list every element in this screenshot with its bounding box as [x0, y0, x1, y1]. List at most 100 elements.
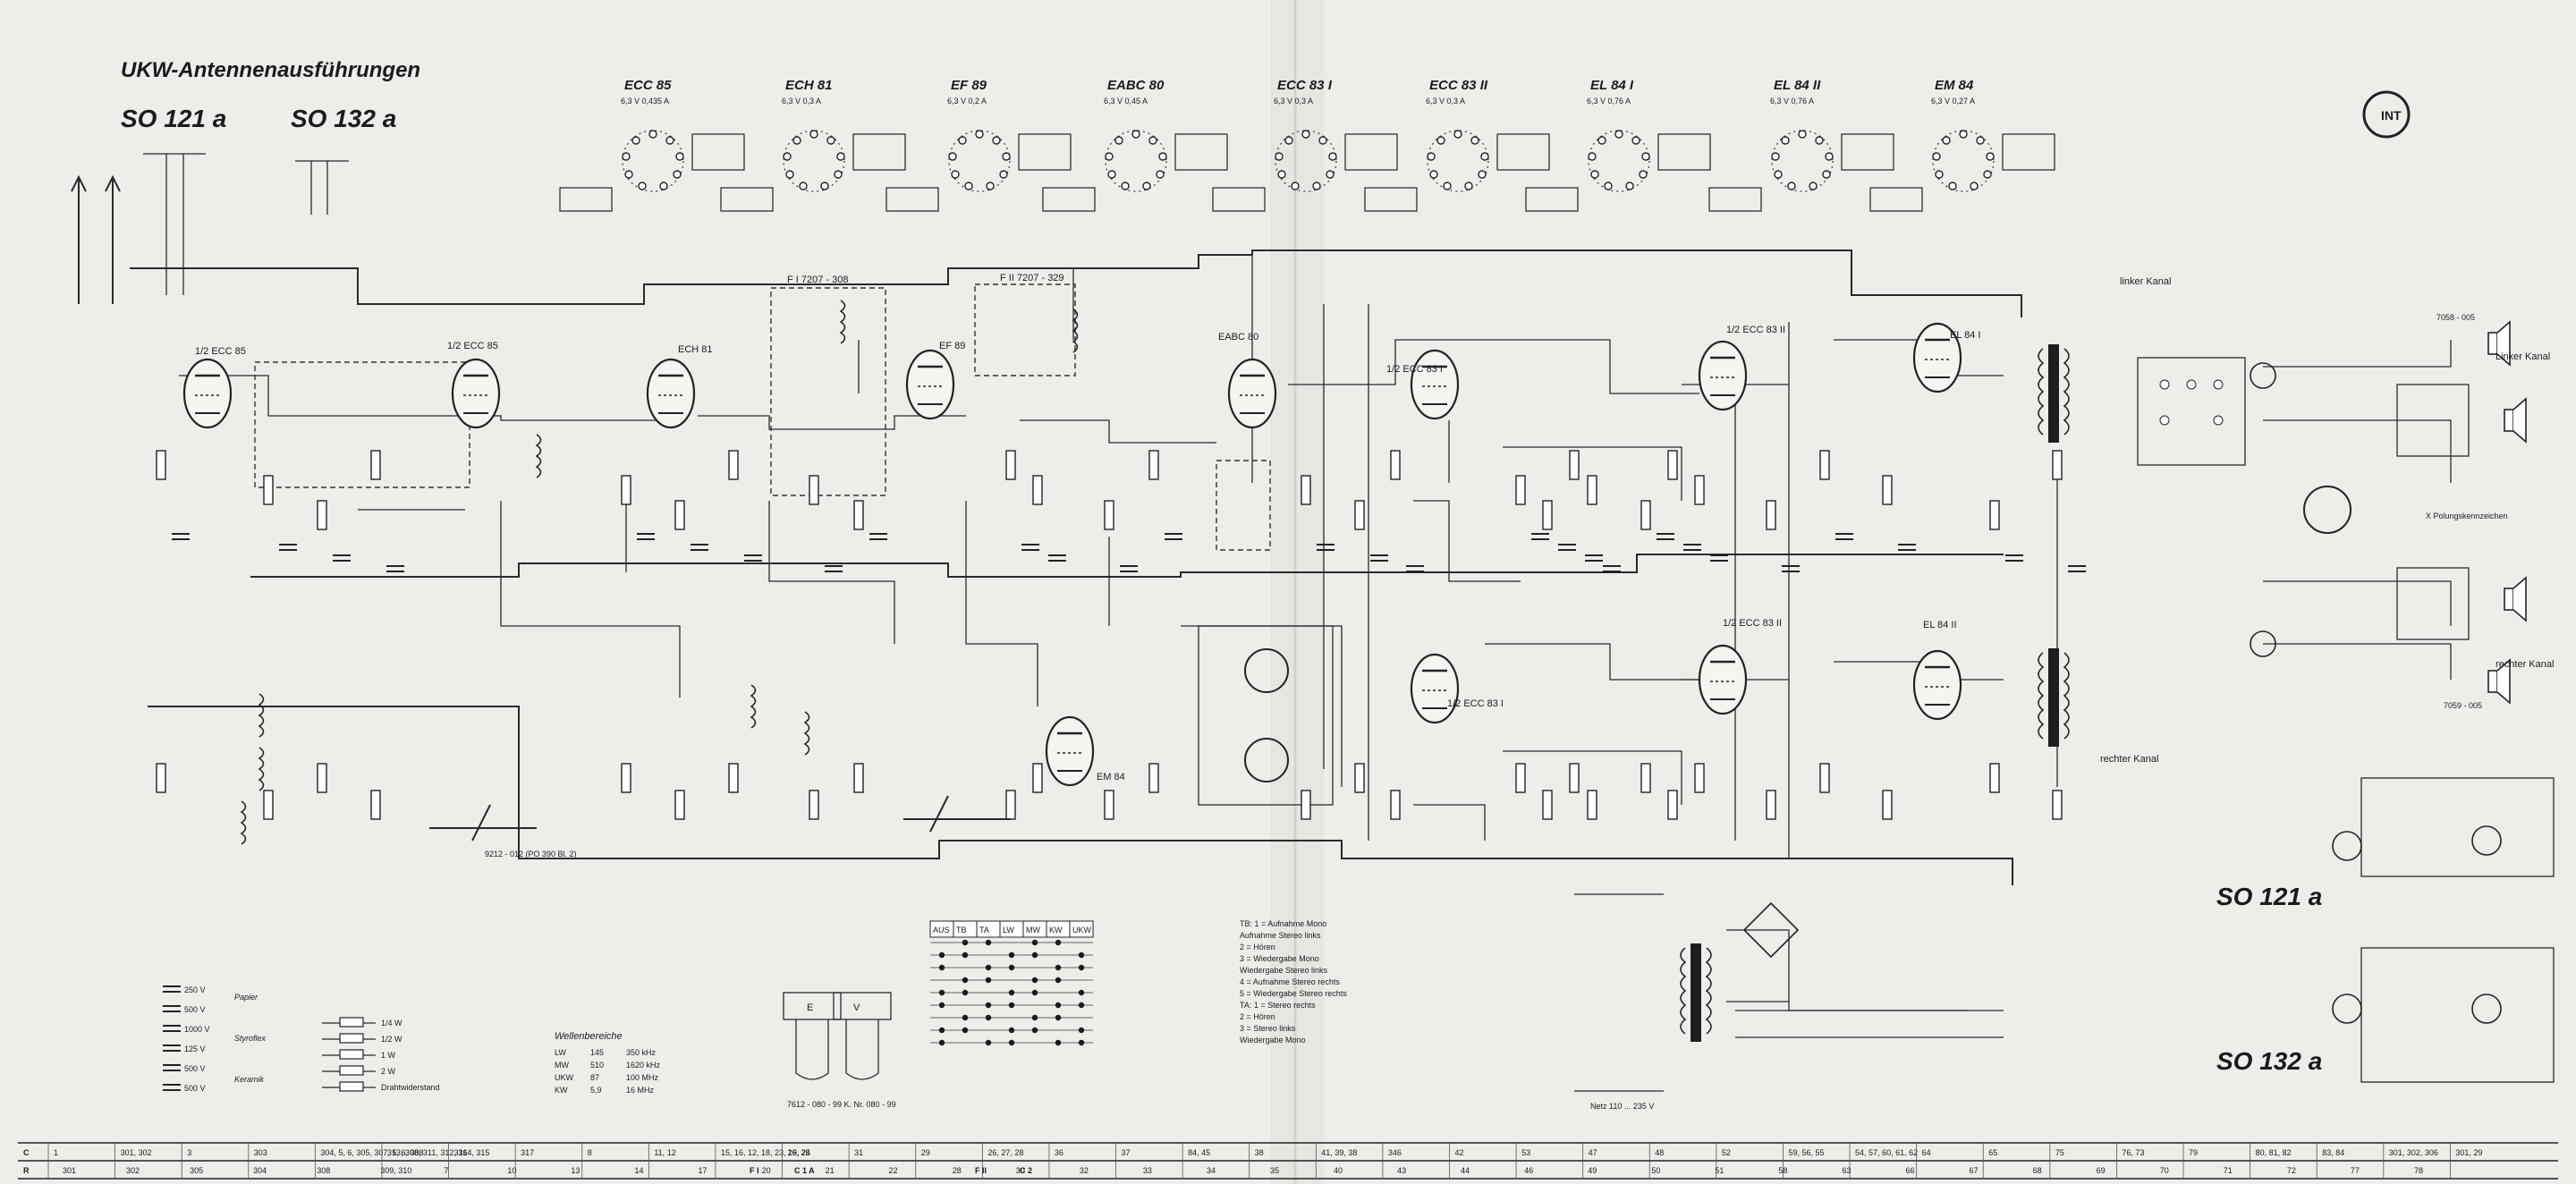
ruler-cell: 68 [2033, 1166, 2042, 1175]
ruler-cell: 346 [1388, 1148, 1402, 1157]
antenna-variants-title: UKW-Antennenausführungen [121, 58, 420, 82]
ruler-cell: 78 [2414, 1166, 2423, 1175]
ruler-cell: 3 [187, 1148, 191, 1157]
ruler-mark: F I [750, 1166, 759, 1175]
logo-text: INT [2381, 108, 2402, 123]
tube-eabc80: EABC 80 [1218, 332, 1277, 429]
socket-name: EM 84 [1935, 78, 1974, 93]
if-filter-1-box [770, 287, 886, 496]
tube-ecc83-1b: 1/2 ECC 83 I [1410, 653, 1504, 724]
ruler-cell: 303 [254, 1148, 267, 1157]
tuning-gang: 9212 - 012 (PO 390 Bl. 2) [429, 795, 1011, 858]
tape-legend-line: 3 = Wiedergabe Mono [1240, 954, 1319, 963]
tube-el84-1: EL 84 I [1912, 322, 1980, 393]
variant-so121-detail: SO 121 a [2216, 777, 2555, 910]
svg-text:V: V [853, 1002, 860, 1013]
tube-socket: EL 84 I6,3 V 0,76 A [1525, 78, 1711, 212]
ruler-cell: 59, 56, 55 [1788, 1148, 1824, 1157]
ruler-cell: 301, 302, 306 [2389, 1148, 2438, 1157]
ruler-cell: 46 [1524, 1166, 1533, 1175]
switch-sub-box [1216, 460, 1271, 551]
label-ech81: ECH 81 [678, 344, 713, 355]
socket-spec: 6,3 V 0,435 A [621, 97, 669, 106]
ruler-cell: 28 [953, 1166, 962, 1175]
ruler-cell: 26, 25 [788, 1148, 810, 1157]
ruler-cell: 8 [588, 1148, 592, 1157]
ruler-cell: 32 [1080, 1166, 1089, 1175]
label-ecc83-2a: 1/2 ECC 83 II [1726, 325, 1785, 335]
legend-kind: Styroflex [234, 1034, 267, 1043]
dial-lamp-drawing: E V 7612 - 080 - 99 K. Nr. 080 - 99 [783, 992, 896, 1109]
mains-note: Netz 110 ... 235 V [1590, 1102, 1654, 1111]
filter-1-label: F I 7207 - 308 [787, 275, 849, 285]
ruler-cell: 38 [1255, 1148, 1264, 1157]
label-el84-2: EL 84 II [1923, 620, 1957, 630]
coil-code-note: 9212 - 012 (PO 390 Bl. 2) [485, 850, 577, 858]
socket-name: ECC 83 II [1429, 78, 1488, 93]
speaker-bottom-code: 7059 - 005 [2444, 701, 2482, 710]
ruler-cell: 10 [507, 1166, 516, 1175]
tube-socket: ECC 856,3 V 0,435 A [559, 78, 745, 212]
tube-socket: ECC 83 I6,3 V 0,3 A [1212, 78, 1398, 212]
switch-header-cell: TA [979, 926, 989, 935]
wave-to: 100 MHz [626, 1073, 659, 1082]
legend-voltage: 250 V [184, 985, 206, 994]
ruler-mark: C 2 [1020, 1166, 1032, 1175]
label-em84: EM 84 [1097, 772, 1125, 782]
polarity-note: X Polungskennzeichen [2426, 512, 2508, 520]
ruler-cell: 63 [1842, 1166, 1851, 1175]
tape-legend-line: 5 = Wiedergabe Stereo rechts [1240, 989, 1347, 998]
ruler-cell: 13 [571, 1166, 580, 1175]
wave-from: 87 [590, 1073, 599, 1082]
switch-header-cell: MW [1026, 926, 1040, 935]
ruler-cell: 309, 310 [380, 1166, 411, 1175]
label-eabc80: EABC 80 [1218, 332, 1258, 343]
ruler-cell: 48 [1655, 1148, 1664, 1157]
ruler-cell: 76, 73 [2122, 1148, 2144, 1157]
legend-voltage: 500 V [184, 1084, 206, 1093]
ruler-cell: 54, 57, 60, 61, 62 [1855, 1148, 1918, 1157]
tube-socket: ECC 83 II6,3 V 0,3 A [1364, 78, 1550, 212]
ruler-cell: 65 [1988, 1148, 1997, 1157]
knr-note: 7612 - 080 - 99 K. Nr. 080 - 99 [787, 1100, 896, 1109]
ruler-cell: 40 [1334, 1166, 1343, 1175]
tape-legend-line: 4 = Aufnahme Stereo rechts [1240, 977, 1340, 986]
tape-legend-line: Wiedergabe Stereo links [1240, 966, 1328, 975]
ruler-cell: 84, 45 [1188, 1148, 1210, 1157]
ruler-cell: 14 [634, 1166, 643, 1175]
ruler-cell: 35 [1270, 1166, 1279, 1175]
ruler-cell: 7 [444, 1166, 448, 1175]
ruler-cell: 77 [2351, 1166, 2360, 1175]
tube-ecc83-2b: 1/2 ECC 83 II [1698, 618, 1782, 715]
legend-kind: Keramik [234, 1075, 265, 1084]
switch-header-cell: AUS [933, 926, 950, 935]
svg-text:E: E [807, 1002, 813, 1013]
tape-legend-line: Aufnahme Stereo links [1240, 931, 1321, 940]
ruler-cell: 22 [889, 1166, 898, 1175]
tube-socket: EABC 806,3 V 0,45 A [1042, 78, 1228, 212]
label-ecc85-b: 1/2 ECC 85 [447, 341, 498, 351]
socket-name: EL 84 I [1590, 78, 1634, 93]
so132-detail-label: SO 132 a [2216, 1047, 2322, 1075]
ruler-cell: 53 [1521, 1148, 1530, 1157]
tape-legend-line: TB: 1 = Aufnahme Mono [1240, 919, 1326, 928]
switch-header-cell: LW [1003, 926, 1014, 935]
ruler-mark: C [23, 1148, 30, 1157]
antenna-variant-so132 [295, 160, 349, 215]
speaker-left-label: Linker Kanal [2496, 351, 2550, 362]
ruler-cell: 11, 12 [654, 1148, 675, 1157]
ruler-cell: 33 [1143, 1166, 1152, 1175]
legend-power: 1/2 W [381, 1035, 402, 1044]
ruler-cell: 29 [921, 1148, 930, 1157]
ruler-cell: 34 [1207, 1166, 1216, 1175]
ruler-cell: 50 [1651, 1166, 1660, 1175]
ruler-cell: 51 [1715, 1166, 1724, 1175]
ruler-cell: 71 [2224, 1166, 2233, 1175]
tape-socket-ta [1198, 625, 1334, 806]
legend-power: Drahtwiderstand [381, 1083, 440, 1092]
ruler-cell: 41, 39, 38 [1321, 1148, 1357, 1157]
socket-name: EL 84 II [1774, 78, 1821, 93]
wave-to: 1620 kHz [626, 1061, 661, 1070]
label-el84-1: EL 84 I [1950, 330, 1980, 341]
